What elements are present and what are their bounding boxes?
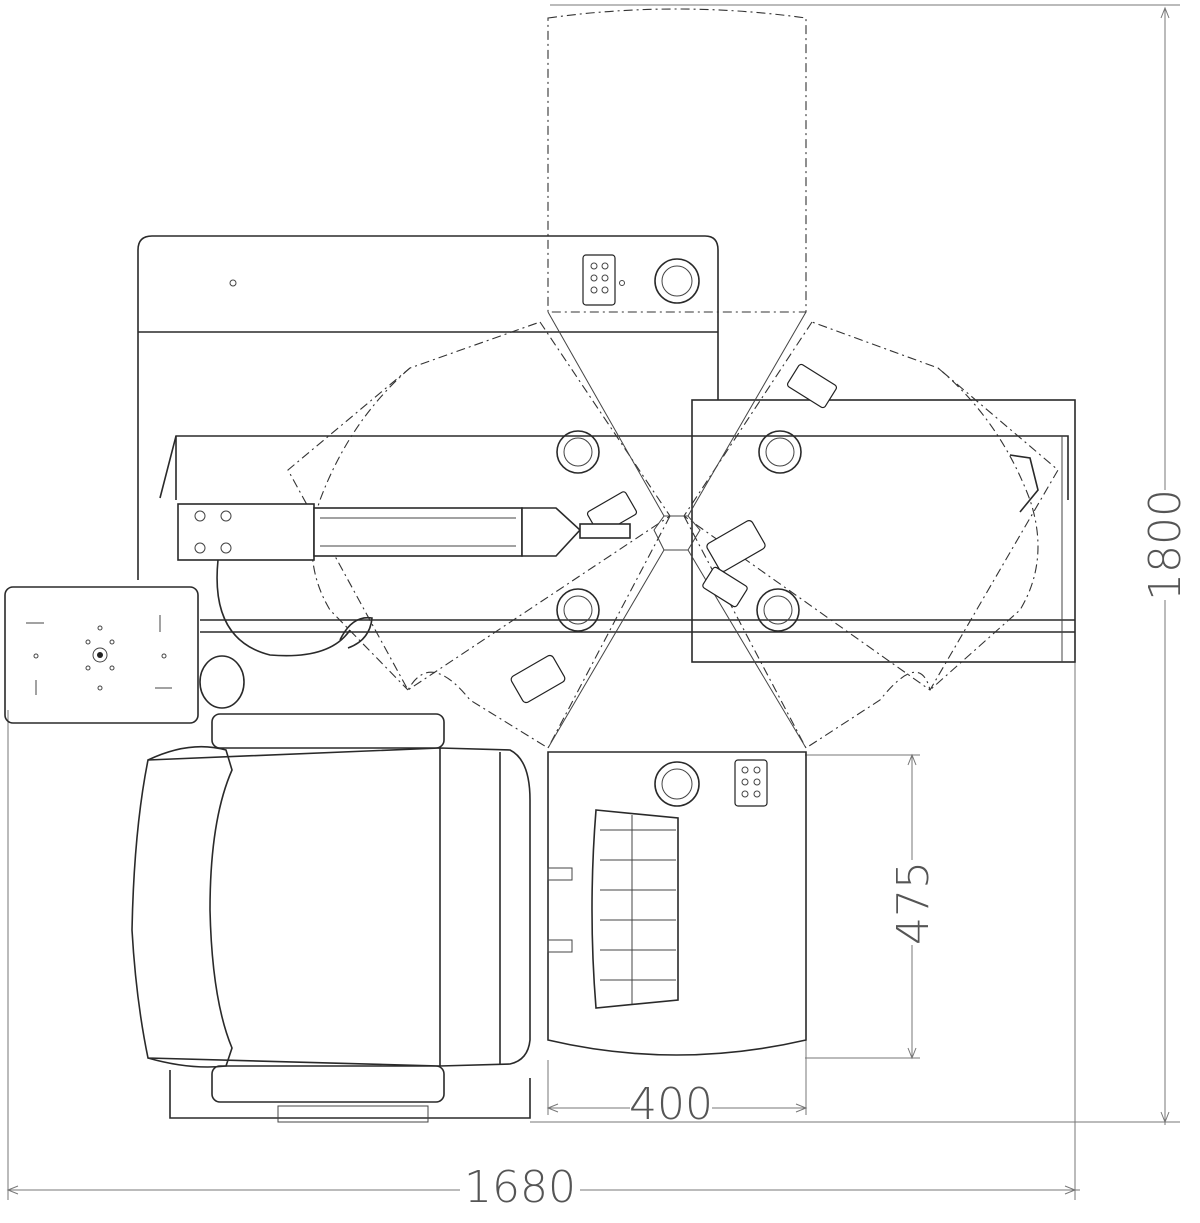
side-tablet	[4, 586, 199, 724]
rotated-tray-right	[683, 321, 1059, 749]
cup-holder-icons	[556, 430, 802, 632]
control-pad-icon	[582, 254, 616, 306]
patient-chair	[131, 655, 531, 1123]
cup-holder-icon	[654, 761, 700, 807]
back-cabinet	[137, 235, 719, 580]
instrument-arm	[177, 503, 631, 657]
foot-control-icon	[591, 809, 679, 1009]
dim-tray-width: 400	[629, 1079, 713, 1130]
central-rail	[159, 399, 1076, 663]
dim-total-width: 1680	[464, 1162, 576, 1213]
top-tray-outline	[547, 8, 807, 313]
dim-total-height: 1800	[1140, 489, 1191, 601]
rotated-tray-left	[287, 321, 671, 749]
dim-tray-depth: 475	[888, 861, 939, 945]
control-pad-icon	[734, 759, 768, 807]
front-tray	[547, 751, 807, 1056]
cup-holder-icon	[654, 258, 700, 304]
